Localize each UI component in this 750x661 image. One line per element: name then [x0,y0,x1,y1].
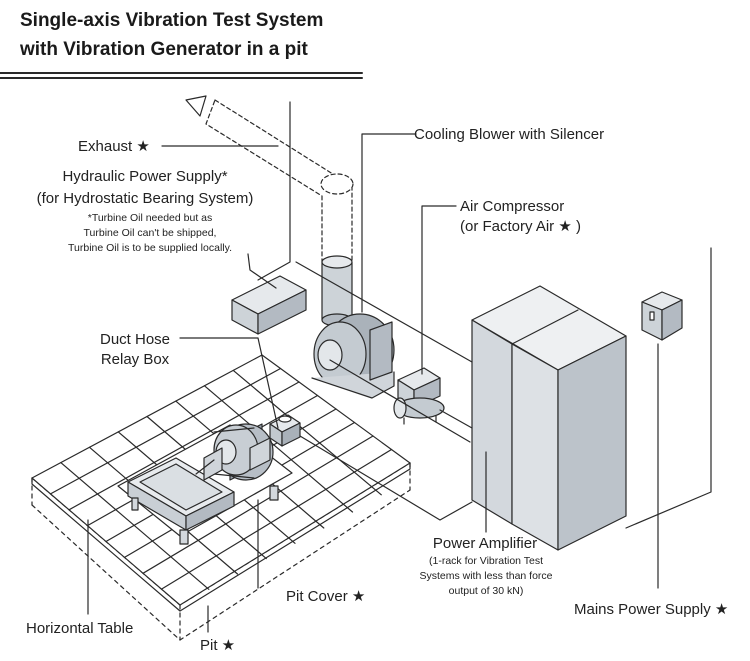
power-amplifier-label: Power Amplifier [432,535,538,552]
mains-power-panel [641,291,683,341]
duct-hose-label-2: Relay Box [100,351,170,368]
cooling-blower [311,255,395,399]
amp-note-3: output of 30 kN) [448,585,524,597]
hydraulic-power-supply [231,275,307,335]
title-line-1: Single-axis Vibration Test System [20,10,324,31]
air-compressor-label-2: (or Factory Air ★ ) [460,218,581,235]
title-line-2: with Vibration Generator in a pit [20,39,308,60]
duct-hose-label-1: Duct Hose [99,331,171,348]
amp-note-1: (1-rack for Vibration Test [429,555,543,567]
air-compressor-label-1: Air Compressor [460,198,565,215]
hydraulic-label-2: (for Hydrostatic Bearing System) [36,190,254,207]
title-underline [0,72,363,79]
pit-cover-label: Pit Cover ★ [286,588,366,605]
mains-power-label: Mains Power Supply ★ [574,601,729,618]
connection-lines [257,101,712,589]
vibration-generator [195,414,301,481]
horizontal-table-label: Horizontal Table [26,620,134,637]
turbine-note-1: *Turbine Oil needed but as [87,212,213,224]
air-compressor [393,367,445,425]
power-amplifier [471,285,627,551]
turbine-note-2: Turbine Oil can't be shipped, [83,227,217,239]
cooling-blower-label: Cooling Blower with Silencer [414,126,605,143]
horizontal-table [127,457,279,545]
pit-label: Pit ★ [200,637,236,654]
leader-lines [87,133,487,633]
hydraulic-label-1: Hydraulic Power Supply* [62,168,228,185]
page-title: Single-axis Vibration Test System with V… [20,6,323,64]
exhaust-label: Exhaust ★ [78,138,150,155]
turbine-note-3: Turbine Oil is to be supplied locally. [68,242,232,254]
amp-note-2: Systems with less than force [419,570,553,582]
